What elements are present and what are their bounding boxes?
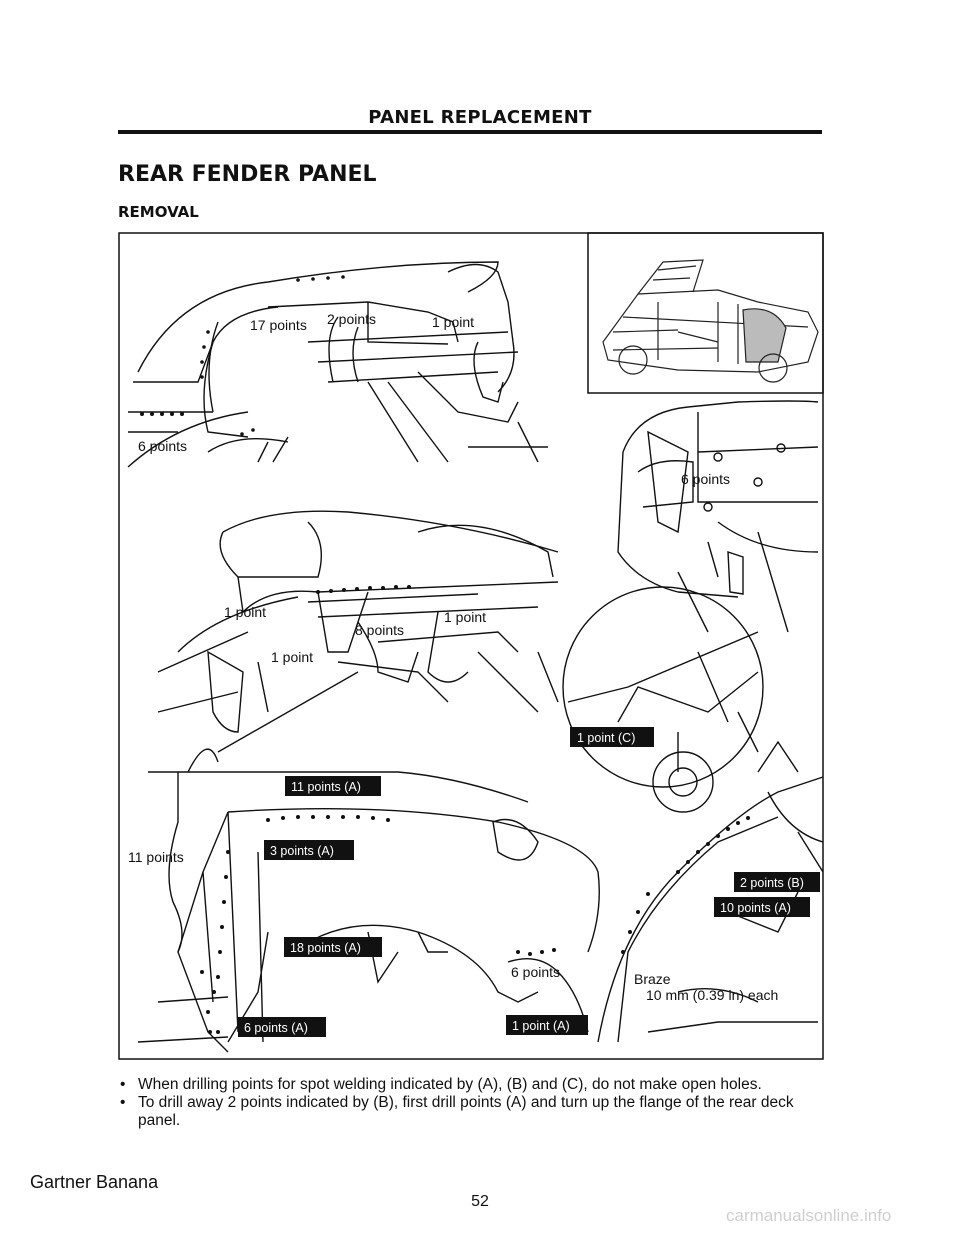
tag-3-points-a-text: 3 points (A) — [270, 844, 334, 858]
label-1-point-mid-center: 1 point — [271, 649, 313, 665]
label-6-points-bottom: 6 points — [511, 964, 560, 980]
header-rule — [118, 130, 822, 134]
tag-10-points-a — [714, 897, 810, 917]
car-overview-illustration — [602, 259, 819, 383]
removal-illustration: 17 points 2 points 1 point 6 points 6 po… — [118, 232, 824, 1060]
rear-deck-view — [157, 510, 559, 753]
rear-fender-top-view — [127, 261, 548, 468]
footer-brand: Gartner Banana — [30, 1172, 159, 1192]
spot-weld-dots-right — [621, 816, 750, 954]
page-number: 52 — [471, 1193, 489, 1210]
label-1-point-top: 1 point — [432, 314, 474, 330]
label-11-points: 11 points — [128, 849, 184, 865]
label-2-points: 2 points — [327, 311, 376, 327]
tag-18-points-a — [284, 937, 382, 957]
label-8-points: 8 points — [355, 622, 404, 638]
tag-3-points-a — [264, 840, 354, 860]
tag-2-points-b — [734, 872, 820, 892]
label-6-points-right: 6 points — [681, 471, 730, 487]
note-item: To drill away 2 points indicated by (B),… — [118, 1094, 838, 1130]
figure-frame — [118, 232, 824, 1060]
tag-1-point-a — [506, 1015, 588, 1035]
inset-frame — [587, 232, 824, 394]
tag-18-points-a-text: 18 points (A) — [290, 941, 361, 955]
page-header-title: PANEL REPLACEMENT — [368, 107, 592, 128]
spot-weld-dots-bottom — [200, 815, 556, 1034]
tag-11-points-a-text: 11 points (A) — [291, 780, 361, 794]
tag-6-points-a-text: 6 points (A) — [244, 1021, 308, 1035]
tag-6-points-a — [238, 1017, 326, 1037]
label-braze: Braze — [634, 971, 671, 987]
spot-weld-dots-top — [140, 275, 345, 436]
label-1-point-mid-left: 1 point — [224, 604, 266, 620]
label-17-points: 17 points — [250, 317, 307, 333]
note-item: When drilling points for spot welding in… — [118, 1076, 838, 1094]
section-title: REAR FENDER PANEL — [118, 162, 377, 187]
label-6-points-left: 6 points — [138, 438, 187, 454]
subsection-title: REMOVAL — [118, 203, 199, 221]
tag-11-points-a — [285, 776, 381, 796]
rear-corner-view — [617, 400, 819, 633]
tag-1-point-c — [570, 727, 654, 747]
watermark: carmanualsonline.info — [726, 1206, 892, 1225]
notes-list: When drilling points for spot welding in… — [118, 1076, 838, 1130]
label-1-point-mid-right: 1 point — [444, 609, 486, 625]
spot-weld-dots-mid — [316, 585, 411, 594]
tag-1-point-c-text: 1 point (C) — [577, 731, 635, 745]
tag-10-points-a-text: 10 points (A) — [720, 901, 791, 915]
detail-circle-view — [562, 586, 764, 813]
tag-1-point-a-text: 1 point (A) — [512, 1019, 570, 1033]
tag-2-points-b-text: 2 points (B) — [740, 876, 804, 890]
label-braze-spec: 10 mm (0.39 in) each — [646, 987, 778, 1003]
